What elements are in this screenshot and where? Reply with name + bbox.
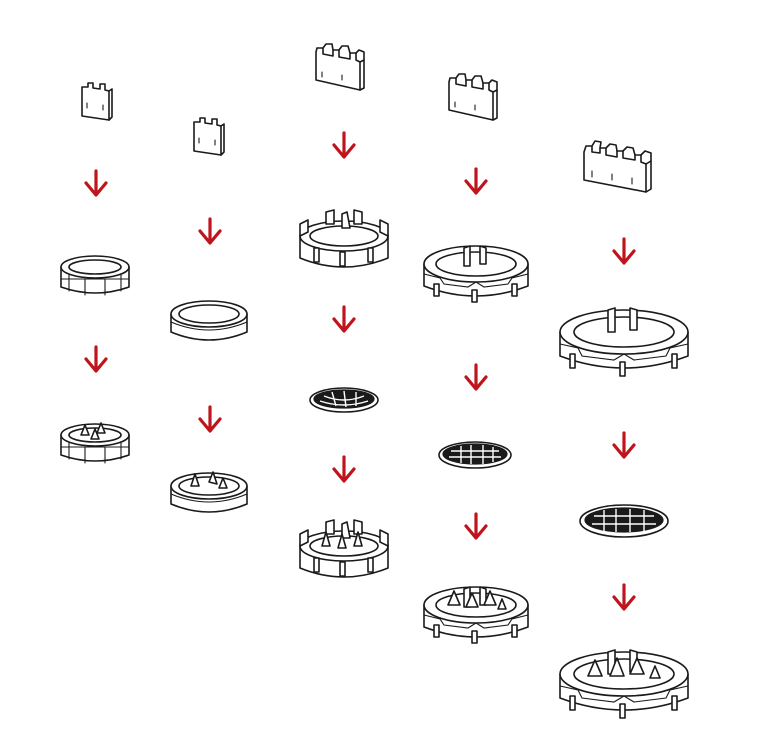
assembled-grinder-icon: [424, 587, 528, 643]
blade-plate-icon: [315, 43, 365, 91]
down-arrow-icon: [612, 431, 636, 459]
assembled-grinder-icon: [61, 423, 129, 463]
down-arrow-icon: [332, 131, 356, 159]
blade-plate-icon: [583, 140, 652, 193]
mesh-screen-icon: [438, 441, 512, 469]
mesh-screen-icon: [579, 504, 669, 538]
down-arrow-icon: [332, 455, 356, 483]
down-arrow-icon: [84, 169, 108, 197]
grinder-ring-icon: [170, 300, 248, 341]
blade-plate-icon: [193, 117, 225, 156]
down-arrow-icon: [612, 237, 636, 265]
down-arrow-icon: [612, 583, 636, 611]
assembled-grinder-icon: [560, 650, 688, 718]
assembled-grinder-icon: [171, 472, 247, 512]
down-arrow-icon: [464, 512, 488, 540]
grinder-ring-icon: [423, 245, 529, 303]
down-arrow-icon: [464, 363, 488, 391]
down-arrow-icon: [84, 345, 108, 373]
grinder-ring-icon: [60, 255, 130, 296]
column-1: [60, 82, 130, 463]
down-arrow-icon: [464, 167, 488, 195]
down-arrow-icon: [198, 217, 222, 245]
assembled-grinder-icon: [300, 520, 388, 577]
column-4: [423, 73, 529, 643]
grinder-ring-icon: [299, 209, 389, 268]
down-arrow-icon: [198, 405, 222, 433]
mesh-screen-icon: [309, 387, 379, 413]
down-arrow-icon: [332, 305, 356, 333]
grinder-ring-icon: [559, 307, 689, 377]
column-5: [559, 140, 689, 718]
blade-plate-icon: [448, 73, 498, 121]
column-3: [299, 43, 389, 577]
column-2: [170, 117, 248, 512]
blade-plate-icon: [81, 82, 113, 121]
